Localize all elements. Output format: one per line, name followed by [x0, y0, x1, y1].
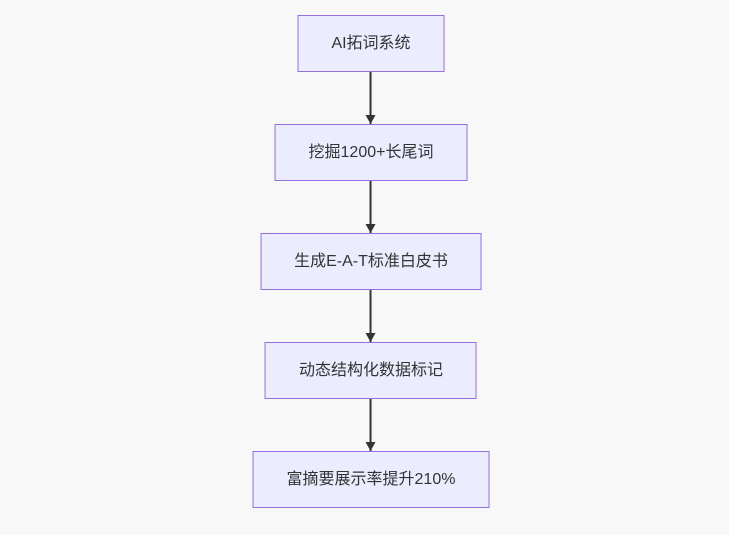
flow-node-rich-snippet-result: 富摘要展示率提升210% [252, 451, 490, 508]
flow-node-structured-data-markup: 动态结构化数据标记 [264, 342, 477, 399]
arrow-down-icon [366, 115, 376, 124]
flow-arrow-2 [366, 181, 376, 233]
arrow-down-icon [366, 442, 376, 451]
flow-arrow-4 [366, 399, 376, 451]
flow-arrow-3 [366, 290, 376, 342]
arrow-down-icon [366, 224, 376, 233]
arrow-down-icon [366, 333, 376, 342]
flow-node-eat-whitepaper: 生成E-A-T标准白皮书 [260, 233, 482, 290]
flow-arrow-1 [366, 72, 376, 124]
flow-node-longtail-mining: 挖掘1200+长尾词 [274, 124, 468, 181]
flow-node-ai-keyword-system: AI拓词系统 [297, 15, 445, 72]
flowchart: AI拓词系统 挖掘1200+长尾词 生成E-A-T标准白皮书 动态结构化数据标记… [252, 15, 490, 508]
